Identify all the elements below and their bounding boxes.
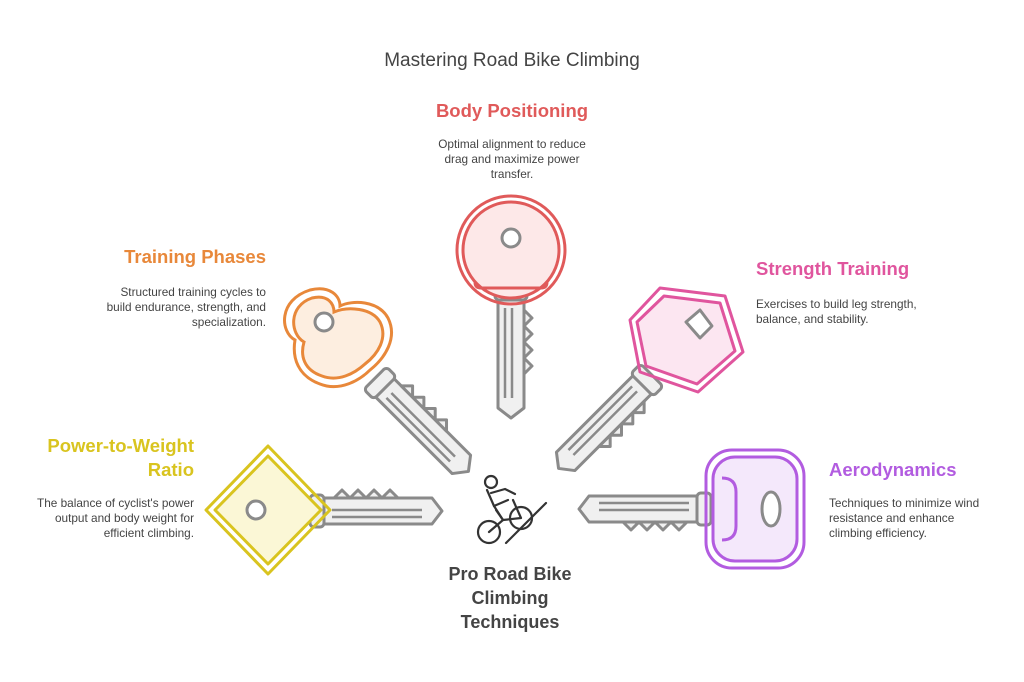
desc-power-to-weight: The balance of cyclist's power output an… <box>14 496 194 540</box>
desc-aerodynamics: Techniques to minimize wind resistance a… <box>829 496 1009 540</box>
heading-line: Ratio <box>147 459 194 480</box>
heading-aerodynamics: Aerodynamics <box>829 459 957 480</box>
key-head-training-phases <box>283 287 393 389</box>
center-label-line: Techniques <box>460 612 560 632</box>
desc-line: resistance and enhance <box>829 510 955 525</box>
desc-line: specialization. <box>191 314 266 329</box>
center-label-line: Pro Road Bike <box>448 564 572 584</box>
desc-line: Exercises to build leg strength, <box>756 297 917 311</box>
key-head-body-positioning <box>455 194 567 306</box>
key-aerodynamics <box>577 491 713 532</box>
desc-line: Techniques to minimize wind <box>829 496 980 510</box>
key-strength-training <box>545 362 669 485</box>
key-head-aerodynamics <box>704 448 806 570</box>
desc-line: drag and maximize power <box>444 151 580 166</box>
desc-body-positioning: Optimal alignment to reduce drag and max… <box>412 137 612 181</box>
desc-line: The balance of cyclist's power <box>37 496 194 510</box>
key-training-phases <box>362 361 485 485</box>
center-label: Pro Road Bike Climbing Techniques <box>410 562 610 634</box>
desc-training-phases: Structured training cycles to build endu… <box>66 285 266 329</box>
heading-body-positioning: Body Positioning <box>435 100 589 121</box>
cyclist-climbing-icon <box>476 474 548 545</box>
desc-line: transfer. <box>490 166 534 181</box>
key-head-power-to-weight <box>204 444 332 576</box>
heading-power-to-weight: Power-to-Weight Ratio <box>14 434 194 482</box>
heading-line: Power-to-Weight <box>47 435 194 456</box>
key-body-positioning <box>493 284 534 420</box>
center-label-line: Climbing <box>471 588 549 608</box>
page-title: Mastering Road Bike Climbing <box>384 50 640 71</box>
desc-line: efficient climbing. <box>103 525 194 540</box>
desc-line: output and body weight for <box>54 510 194 525</box>
desc-line: climbing efficiency. <box>829 525 927 540</box>
desc-line: build endurance, strength, and <box>106 299 266 314</box>
desc-line: balance, and stability. <box>756 311 869 326</box>
heading-strength-training: Strength Training <box>756 258 910 279</box>
heading-training-phases: Training Phases <box>124 246 266 267</box>
desc-line: Structured training cycles to <box>120 285 266 299</box>
desc-strength-training: Exercises to build leg strength, balance… <box>756 297 976 327</box>
key-head-strength-training <box>628 286 745 394</box>
desc-line: Optimal alignment to reduce <box>438 137 586 151</box>
